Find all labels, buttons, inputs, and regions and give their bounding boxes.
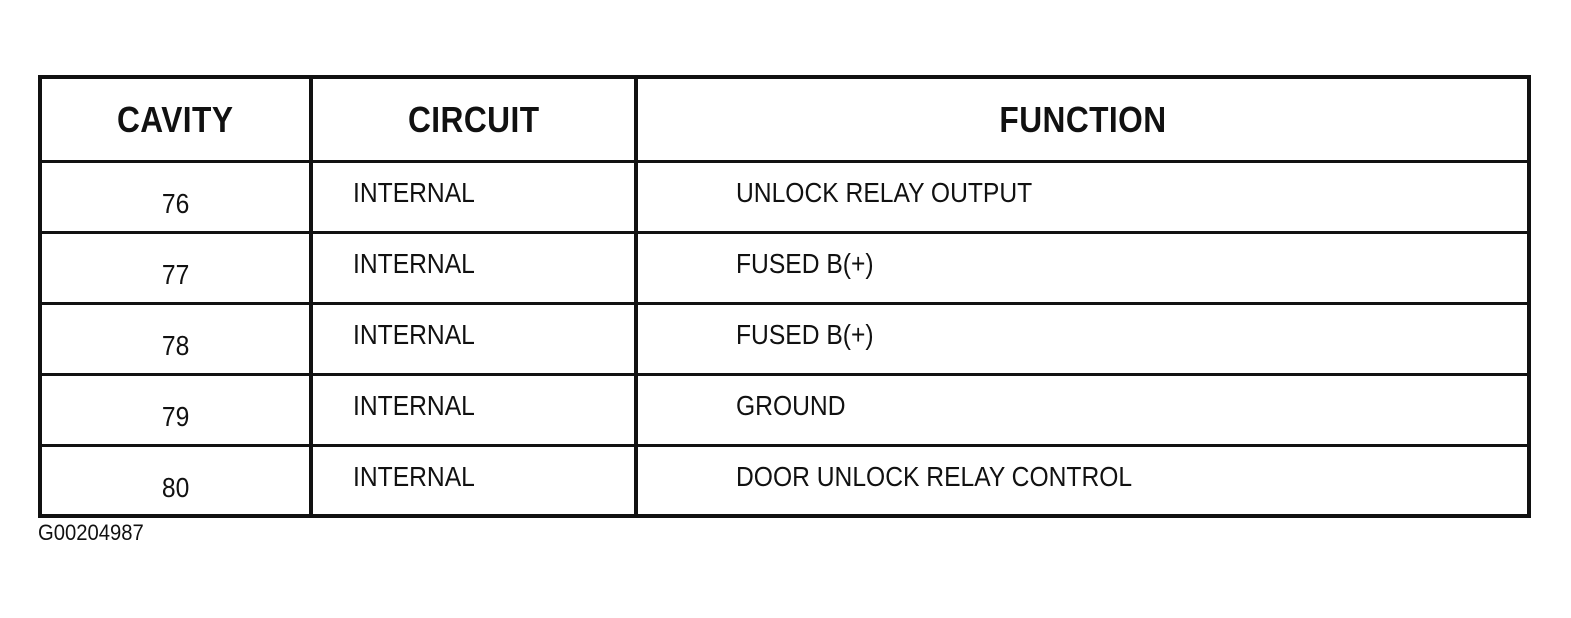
function-value: DOOR UNLOCK RELAY CONTROL	[736, 461, 1133, 492]
circuit-value: INTERNAL	[353, 461, 475, 492]
circuit-value: INTERNAL	[353, 319, 475, 350]
circuit-value: INTERNAL	[353, 248, 475, 279]
cavity-value: 79	[161, 401, 190, 432]
header-function-cell: FUNCTION	[638, 79, 1527, 160]
header-cavity: CAVITY	[117, 98, 234, 140]
table-row-function: FUSED B(+)	[736, 305, 892, 365]
table-row-circuit: INTERNAL	[353, 234, 491, 294]
circuit-value: INTERNAL	[353, 177, 475, 208]
table-row-cavity: 78	[42, 305, 309, 373]
function-value: UNLOCK RELAY OUTPUT	[736, 177, 1033, 208]
function-value: GROUND	[736, 390, 846, 421]
cavity-value: 77	[161, 259, 190, 290]
cavity-value: 76	[161, 188, 190, 219]
table-row-cavity: 79	[42, 376, 309, 444]
row-divider	[42, 231, 1527, 234]
column-divider	[309, 79, 313, 514]
table-row-function: DOOR UNLOCK RELAY CONTROL	[736, 447, 1186, 507]
cavity-value: 80	[161, 472, 190, 503]
function-value: FUSED B(+)	[736, 248, 874, 279]
figure-id-caption: G00204987	[38, 520, 144, 545]
table-row-circuit: INTERNAL	[353, 376, 491, 436]
table-row-circuit: INTERNAL	[353, 163, 491, 223]
table-row-cavity: 77	[42, 234, 309, 302]
header-circuit-cell: CIRCUIT	[313, 79, 634, 160]
row-divider	[42, 302, 1527, 305]
table-row-function: GROUND	[736, 376, 860, 436]
header-function: FUNCTION	[998, 98, 1167, 140]
row-divider	[42, 444, 1527, 447]
column-divider	[634, 79, 638, 514]
cavity-circuit-table: CAVITY CIRCUIT FUNCTION 76 INTERNAL UNLO…	[38, 75, 1531, 518]
table-row-function: UNLOCK RELAY OUTPUT	[736, 163, 1073, 223]
table-row-cavity: 80	[42, 447, 309, 515]
function-value: FUSED B(+)	[736, 319, 874, 350]
row-divider	[42, 160, 1527, 163]
table-row-function: FUSED B(+)	[736, 234, 892, 294]
header-circuit: CIRCUIT	[407, 98, 540, 140]
table-row-circuit: INTERNAL	[353, 447, 491, 507]
table-row-cavity: 76	[42, 163, 309, 231]
cavity-value: 78	[161, 330, 190, 361]
header-cavity-cell: CAVITY	[42, 79, 309, 160]
table-row-circuit: INTERNAL	[353, 305, 491, 365]
row-divider	[42, 373, 1527, 376]
circuit-value: INTERNAL	[353, 390, 475, 421]
